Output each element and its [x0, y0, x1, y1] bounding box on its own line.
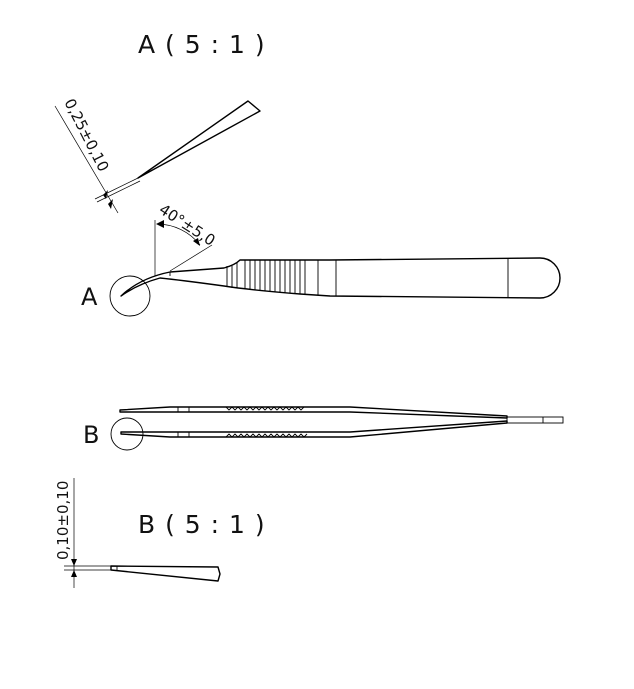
detail-b-marker-circle	[110, 417, 144, 451]
detail-b-tip: 0,10±0,10	[54, 478, 221, 588]
detail-a-title: A ( 5 : 1 )	[138, 30, 266, 59]
detail-b-title: B ( 5 : 1 )	[138, 510, 266, 539]
detail-a-marker-label: A	[81, 283, 98, 311]
detail-b-marker-label: B	[83, 421, 99, 449]
dimension-tip-thickness-a: 0,25±0,10	[60, 96, 112, 175]
side-view: 40°±5,0 A	[81, 200, 561, 317]
top-view: B	[83, 406, 564, 451]
detail-a-tip: 0,25±0,10	[54, 96, 261, 214]
detail-a-marker-circle	[109, 275, 151, 317]
dimension-tip-thickness-b: 0,10±0,10	[54, 481, 72, 560]
